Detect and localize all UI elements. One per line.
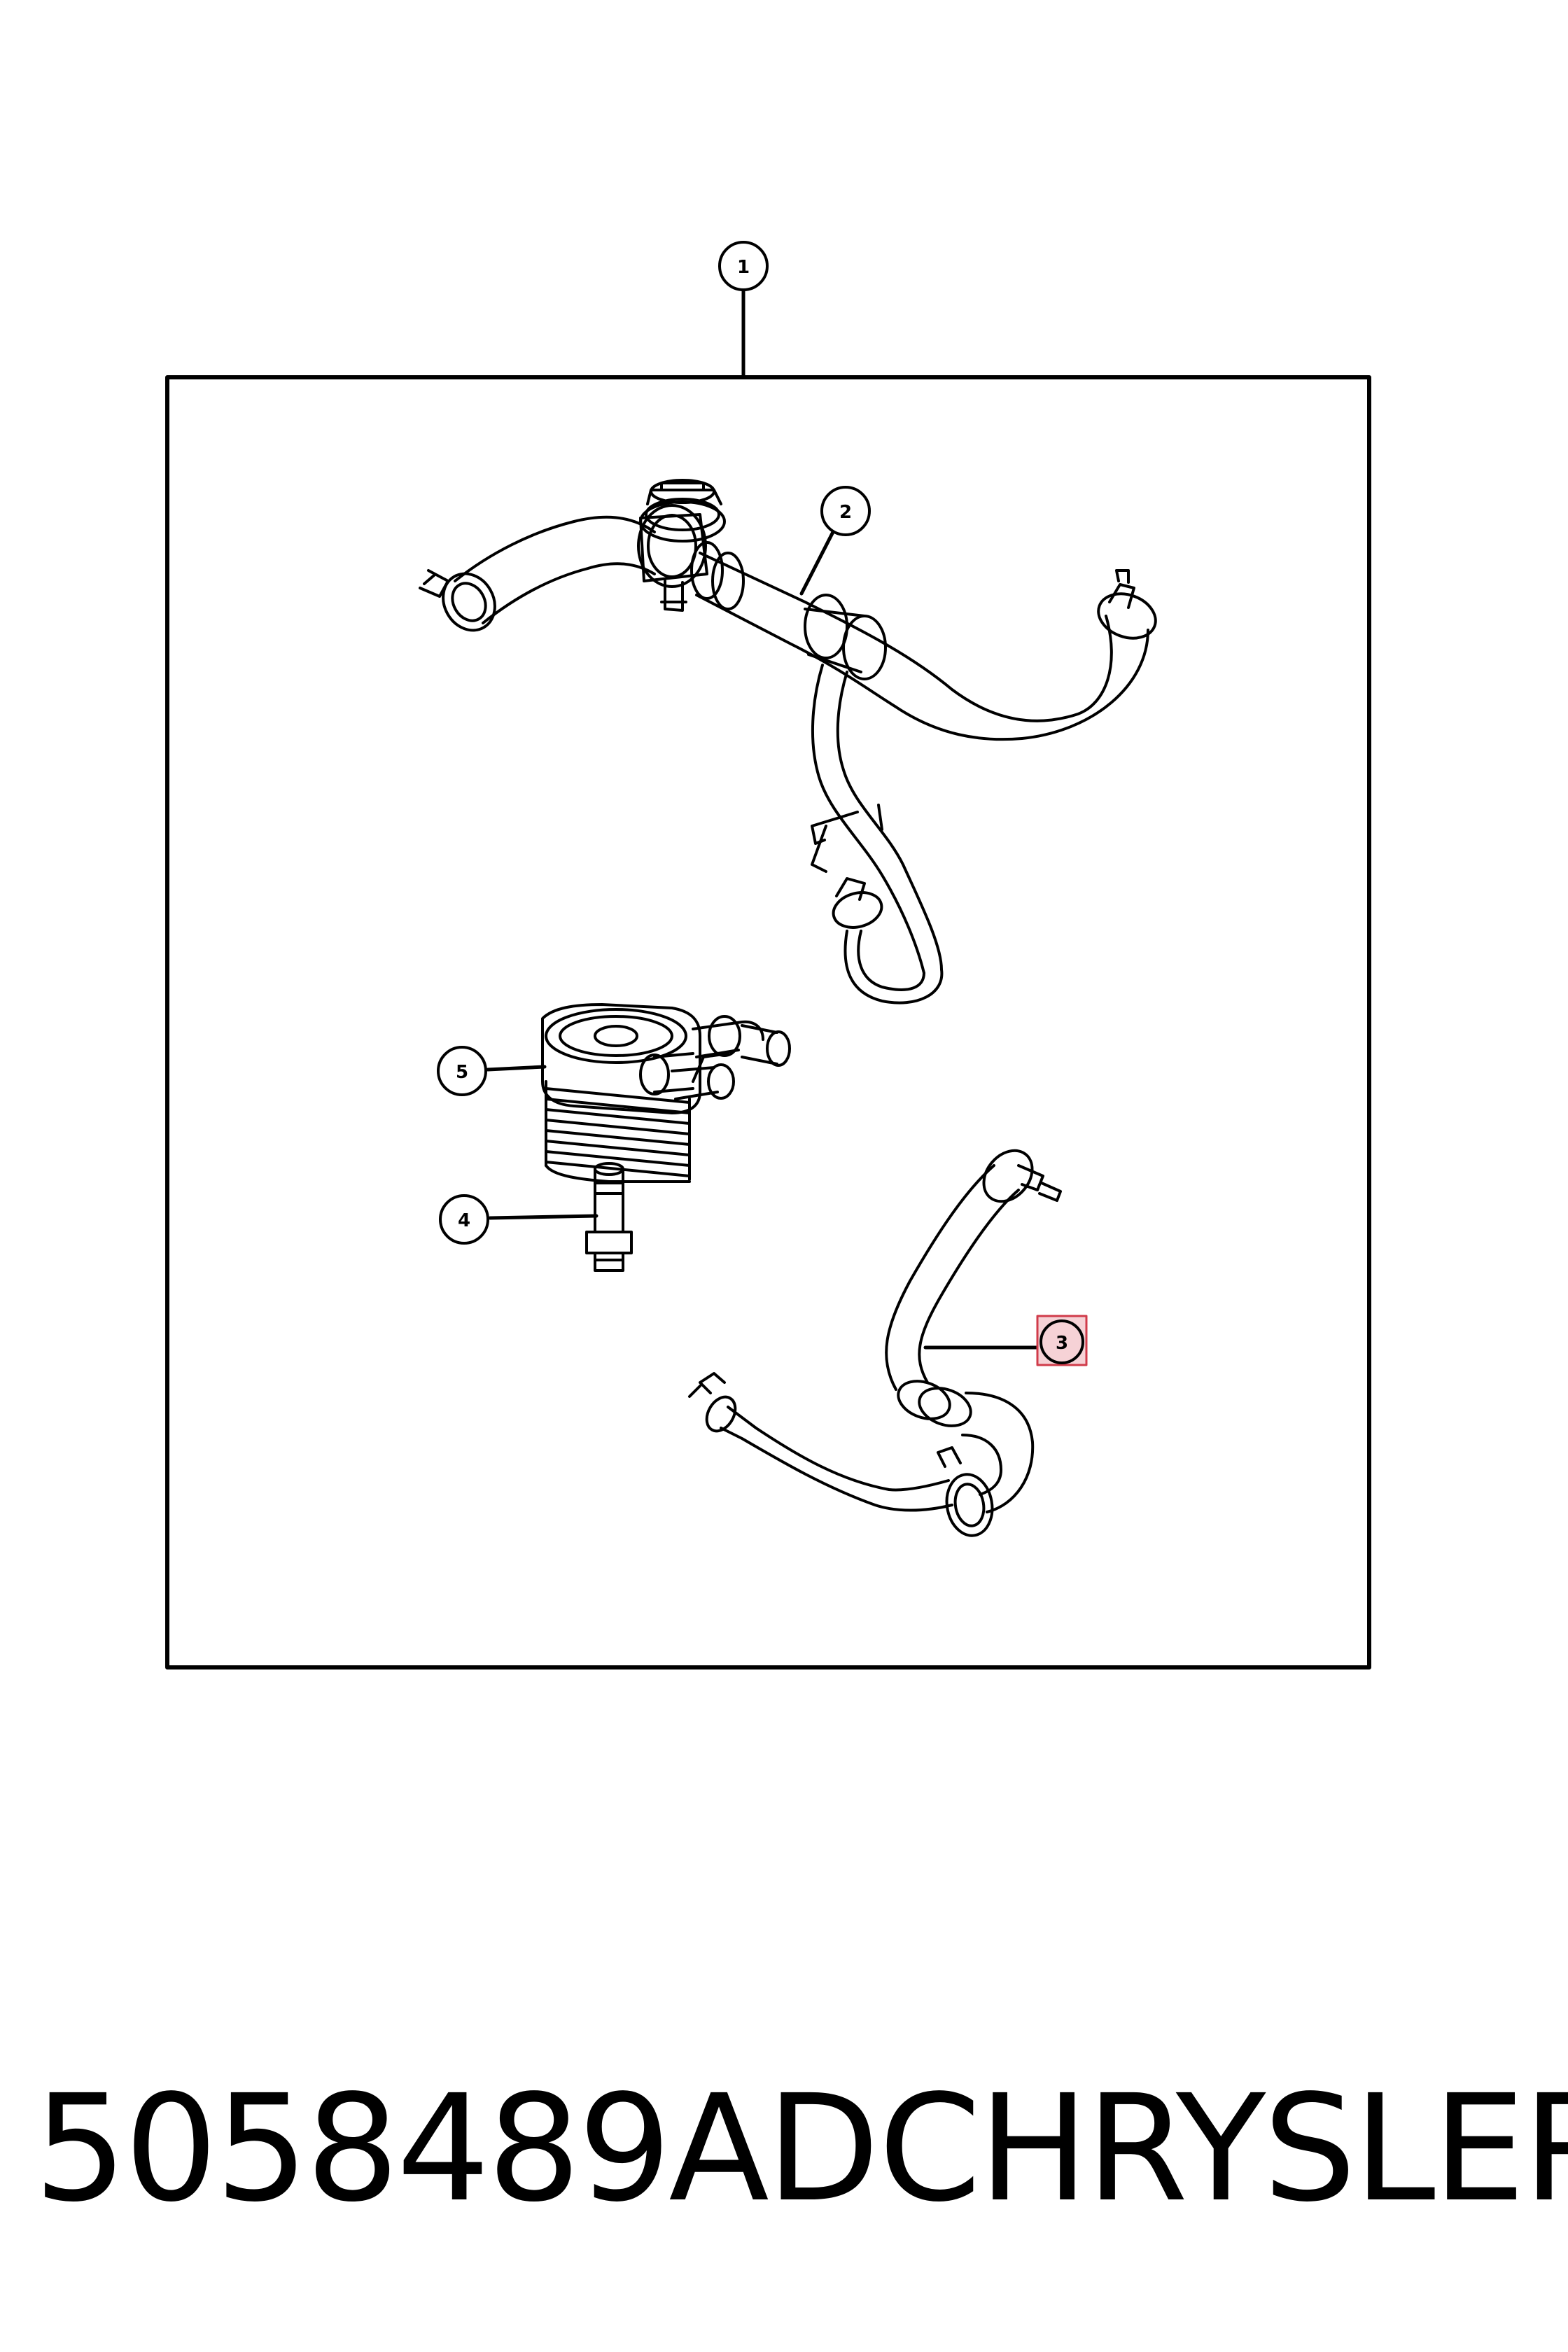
callout-5-label: 5 [456, 1062, 468, 1083]
leader-line-2 [799, 530, 835, 596]
callout-4 [439, 1194, 489, 1245]
lower-hose [688, 1149, 1062, 1537]
callout-2-label: 2 [839, 502, 852, 523]
assembly-frame [165, 375, 1371, 1670]
leader-line-4 [488, 1214, 598, 1220]
upper-hose-assembly [419, 479, 1157, 1004]
callout-1 [718, 241, 769, 291]
callout-4-label: 4 [458, 1210, 470, 1231]
adapter-fitting [585, 1162, 633, 1272]
callout-3-label: 3 [1056, 1333, 1068, 1354]
callout-5 [437, 1046, 487, 1096]
callout-3 [1036, 1315, 1088, 1366]
part-number: 5058489AD [34, 2063, 880, 2234]
callout-1-label: 1 [737, 257, 750, 278]
callout-2 [820, 486, 871, 536]
leader-line-5 [486, 1065, 547, 1072]
footer: 5058489AD CHRYSLER [0, 2058, 1568, 2240]
brand-name: CHRYSLER [878, 2063, 1568, 2234]
oil-cooler [541, 1003, 791, 1183]
